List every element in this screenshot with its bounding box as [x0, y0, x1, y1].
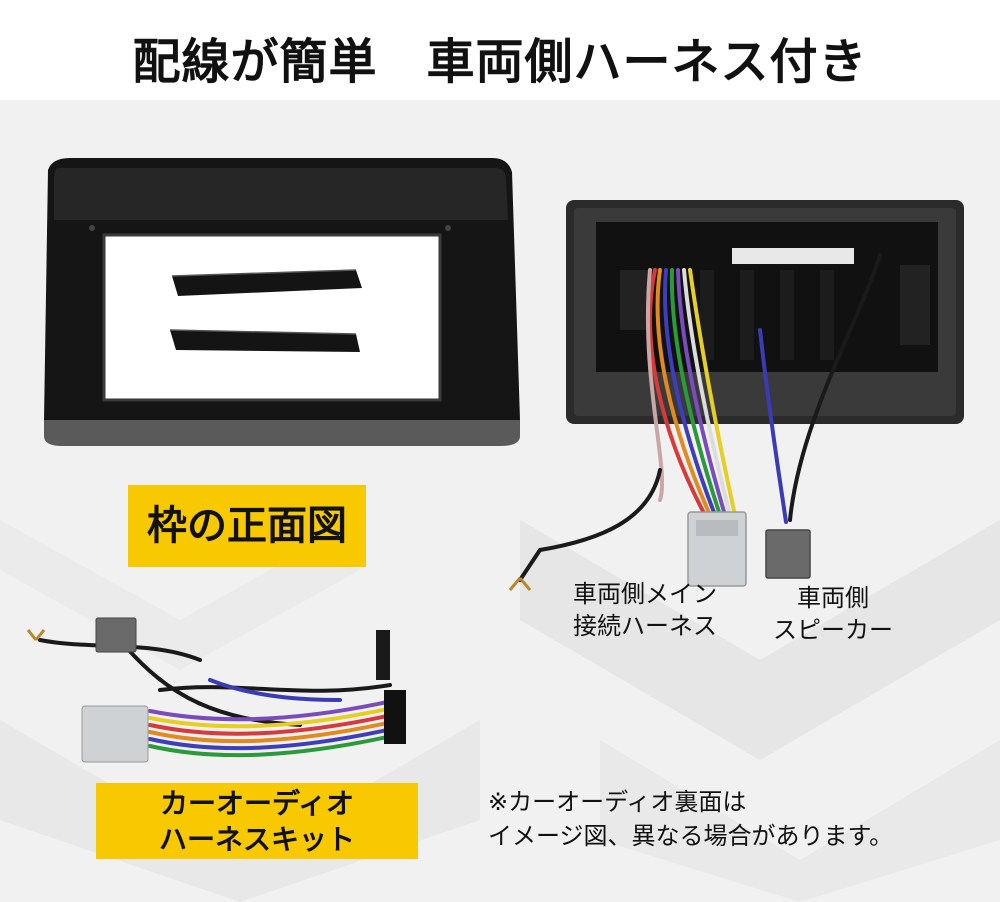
- mounting-bracket-top: [171, 269, 362, 296]
- disclaimer-note-line-1: ※カーオーディオ裏面は: [488, 788, 747, 816]
- main-harness-caption-line-1: 車両側メイン: [573, 580, 717, 608]
- head-unit-wire-bundle: [518, 253, 882, 582]
- header-band: 配線が簡単 車両側ハーネス付き: [0, 0, 1000, 100]
- mounting-bracket-bottom: [169, 329, 360, 352]
- dash-frame-image: [44, 158, 520, 446]
- speaker-caption-line-1: 車両側: [797, 584, 869, 612]
- harness-kit-image: [26, 617, 406, 763]
- frame-front-view-label: 枠の正面図: [128, 485, 366, 567]
- speaker-caption-line-2: スピーカー: [773, 616, 893, 644]
- main-harness-caption: 車両側メイン 接続ハーネス: [573, 578, 743, 642]
- main-harness-connector: [687, 511, 747, 587]
- harness-kit-label-line-2: ハーネスキット: [158, 823, 355, 856]
- harness-kit-label-line-1: カーオーディオ: [159, 787, 355, 820]
- main-harness-caption-line-2: 接続ハーネス: [573, 612, 717, 640]
- page-headline: 配線が簡単 車両側ハーネス付き: [132, 34, 868, 90]
- speaker-connector: [765, 529, 811, 579]
- disclaimer-note-line-2: イメージ図、異なる場合があります。: [488, 822, 894, 850]
- ground-terminal: [508, 577, 532, 591]
- disclaimer-note: ※カーオーディオ裏面は イメージ図、異なる場合があります。: [488, 785, 988, 853]
- speaker-caption: 車両側 スピーカー: [768, 582, 898, 646]
- head-unit-rear-image: [566, 200, 964, 424]
- harness-kit-label: カーオーディオ ハーネスキット: [96, 783, 418, 859]
